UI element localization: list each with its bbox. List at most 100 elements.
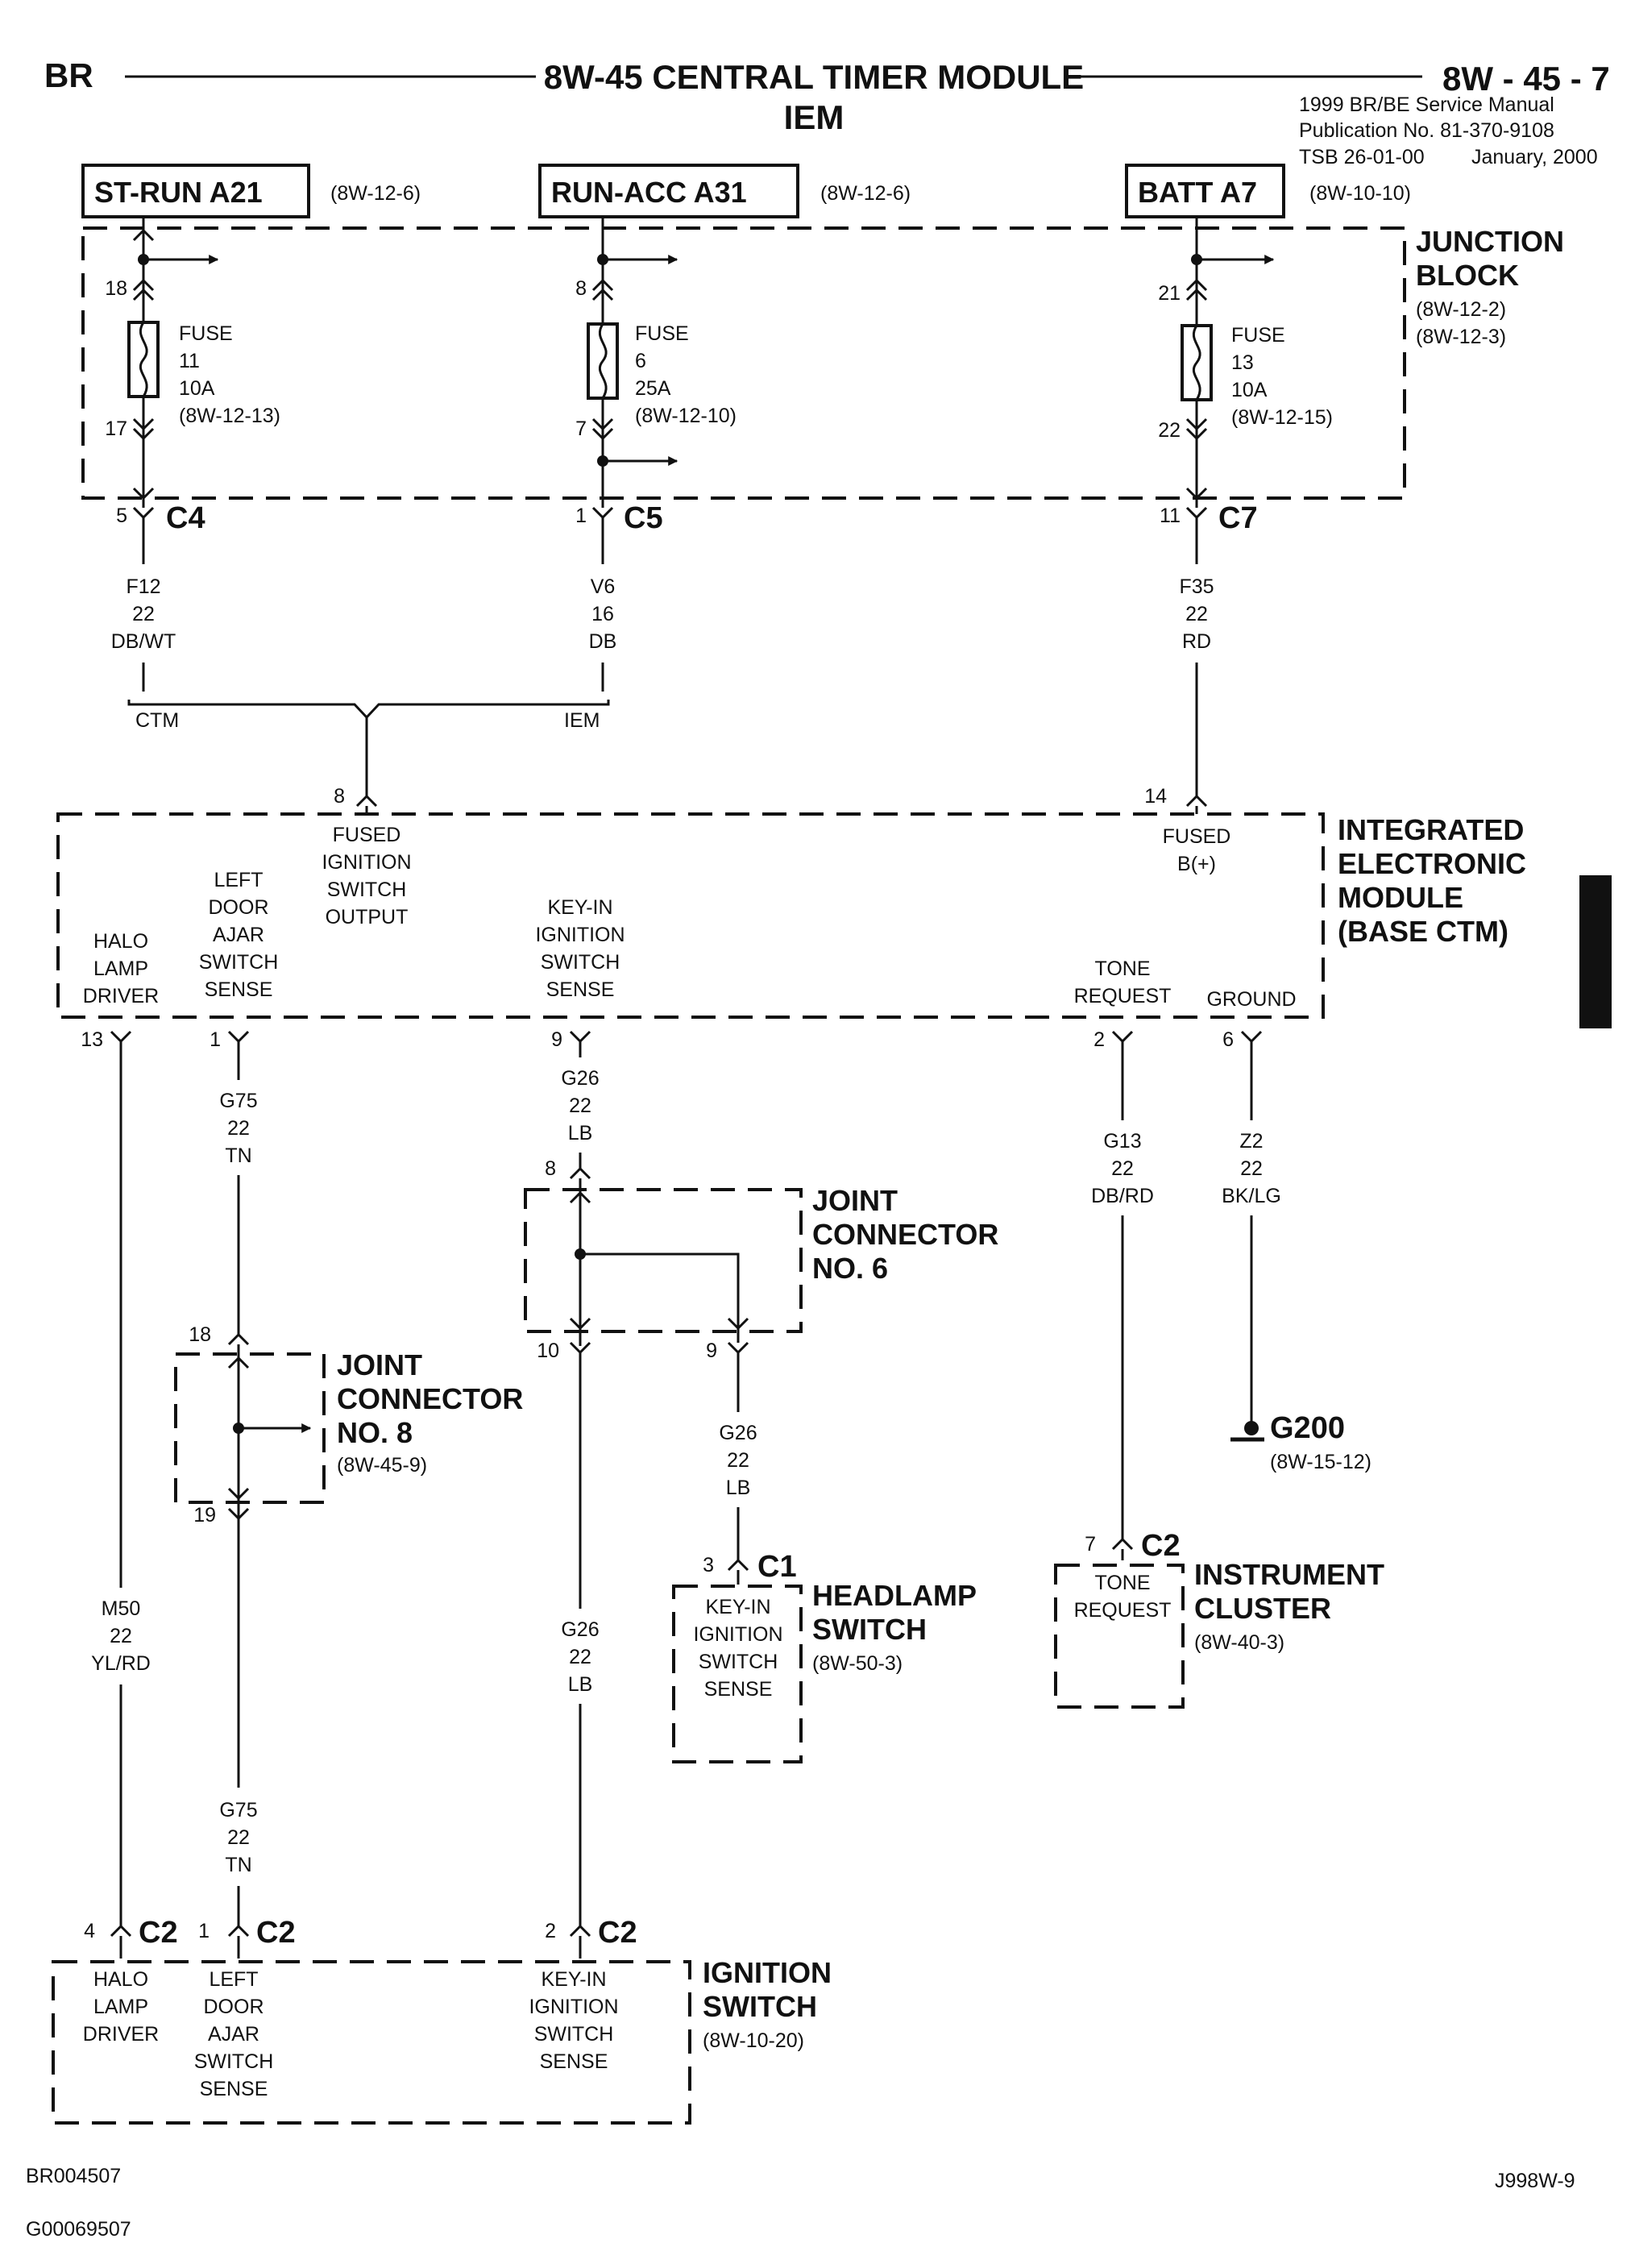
wire-label-g26-upper: G26 22 LB — [561, 1067, 599, 1144]
wire-label-f12: F12 22 DB/WT — [111, 575, 176, 653]
svg-text:22: 22 — [227, 1826, 250, 1849]
wire-label-g75-lower: G75 22 TN — [219, 1799, 257, 1876]
svg-text:25A: 25A — [635, 377, 671, 400]
svg-text:1: 1 — [575, 505, 587, 527]
svg-text:C1: C1 — [757, 1550, 797, 1584]
svg-text:RUN-ACC A31: RUN-ACC A31 — [551, 176, 747, 209]
svg-text:7: 7 — [1085, 1533, 1096, 1556]
svg-text:RD: RD — [1182, 630, 1211, 653]
svg-text:C4: C4 — [166, 501, 205, 535]
svg-text:CTM: CTM — [135, 709, 179, 732]
iem-halo-label: HALO LAMP DRIVER — [83, 930, 159, 1007]
svg-text:10: 10 — [537, 1340, 559, 1362]
svg-text:CONNECTOR: CONNECTOR — [337, 1382, 523, 1415]
svg-text:YL/RD: YL/RD — [91, 1652, 151, 1675]
svg-text:IGNITION: IGNITION — [535, 924, 625, 946]
svg-text:G26: G26 — [561, 1618, 599, 1641]
svg-text:(8W-50-3): (8W-50-3) — [812, 1652, 903, 1675]
svg-text:11: 11 — [1160, 505, 1181, 527]
svg-text:ST-RUN A21: ST-RUN A21 — [94, 176, 263, 209]
svg-text:22: 22 — [1240, 1157, 1263, 1180]
svg-text:IGNITION: IGNITION — [322, 851, 411, 874]
svg-text:JOINT: JOINT — [812, 1184, 898, 1217]
junction-block: JUNCTION BLOCK (8W-12-2) (8W-12-3) — [81, 225, 1564, 500]
power-source-st-run: ST-RUN A21 (8W-12-6) — [81, 164, 421, 218]
svg-text:SENSE: SENSE — [704, 1678, 773, 1701]
section-tab-marker — [1579, 875, 1612, 1028]
svg-text:TN: TN — [225, 1854, 251, 1876]
svg-text:OUTPUT: OUTPUT — [326, 906, 409, 928]
svg-text:C2: C2 — [256, 1916, 296, 1950]
svg-text:22: 22 — [1111, 1157, 1134, 1180]
svg-text:G75: G75 — [219, 1090, 257, 1112]
svg-text:2: 2 — [545, 1920, 556, 1942]
manual-name: 1999 BR/BE Service Manual — [1299, 93, 1554, 116]
wire-label-g26-lower: G26 22 LB — [561, 1618, 599, 1696]
svg-text:FUSE: FUSE — [635, 322, 689, 345]
footer-code-right: J998W-9 — [1495, 2170, 1575, 2192]
svg-text:LB: LB — [568, 1122, 593, 1144]
svg-text:22: 22 — [727, 1449, 749, 1472]
wire-label-g13: G13 22 DB/RD — [1091, 1130, 1154, 1207]
svg-text:(8W-12-6): (8W-12-6) — [820, 182, 911, 205]
svg-text:13: 13 — [81, 1028, 103, 1051]
svg-text:LB: LB — [568, 1673, 593, 1696]
svg-text:9: 9 — [706, 1340, 717, 1362]
footer-code-2: G00069507 — [26, 2218, 131, 2241]
svg-text:SWITCH: SWITCH — [327, 879, 407, 901]
svg-text:SWITCH: SWITCH — [541, 951, 620, 974]
svg-text:17: 17 — [105, 417, 127, 440]
power-source-batt: BATT A7 (8W-10-10) — [1125, 164, 1411, 218]
page-subtitle: IEM — [784, 98, 844, 136]
svg-text:(8W-10-10): (8W-10-10) — [1309, 182, 1411, 205]
fuse-13: 21 22 FUSE 13 10A (8W-12-15) — [1158, 217, 1333, 508]
svg-text:M50: M50 — [102, 1597, 141, 1620]
power-source-run-acc: RUN-ACC A31 (8W-12-6) — [538, 164, 911, 218]
svg-text:8: 8 — [545, 1157, 556, 1180]
svg-text:IGNITION: IGNITION — [693, 1623, 782, 1646]
svg-text:C2: C2 — [139, 1916, 178, 1950]
svg-text:KEY-IN: KEY-IN — [705, 1596, 770, 1618]
svg-text:22: 22 — [569, 1095, 591, 1117]
page-header: BR 8W-45 CENTRAL TIMER MODULE 8W - 45 - … — [44, 56, 1610, 168]
svg-text:NO. 6: NO. 6 — [812, 1252, 888, 1285]
svg-text:F12: F12 — [126, 575, 160, 598]
svg-text:REQUEST: REQUEST — [1074, 985, 1172, 1007]
svg-text:2: 2 — [1093, 1028, 1105, 1051]
page-number: 8W - 45 - 7 — [1442, 60, 1610, 98]
joint-connector-6: 8 10 9 JOINT CONNECTOR NO. 6 — [524, 1157, 998, 1362]
svg-text:DB/WT: DB/WT — [111, 630, 176, 653]
svg-text:DB: DB — [589, 630, 617, 653]
svg-text:22: 22 — [1158, 419, 1181, 442]
wire-label-g75-upper: G75 22 TN — [219, 1090, 257, 1167]
svg-text:22: 22 — [569, 1646, 591, 1668]
instrument-cluster: 7 C2 TONE REQUEST INSTRUMENT CLUSTER (8W… — [1054, 1529, 1384, 1709]
svg-text:DRIVER: DRIVER — [83, 2023, 159, 2046]
svg-text:SWITCH: SWITCH — [199, 951, 279, 974]
header-left: BR — [44, 56, 93, 94]
svg-text:1: 1 — [198, 1920, 210, 1942]
svg-text:13: 13 — [1231, 351, 1254, 374]
tsb-number: TSB 26-01-00 — [1299, 146, 1425, 168]
svg-text:JUNCTION: JUNCTION — [1416, 225, 1564, 258]
svg-text:KEY-IN: KEY-IN — [547, 896, 612, 919]
svg-text:(8W-12-15): (8W-12-15) — [1231, 406, 1333, 429]
iem-fused-batt-input: 14 FUSED B(+) — [1144, 785, 1230, 875]
wire-label-z2: Z2 22 BK/LG — [1222, 1130, 1281, 1207]
svg-text:6: 6 — [1222, 1028, 1234, 1051]
svg-text:TN: TN — [225, 1144, 251, 1167]
svg-text:(8W-40-3): (8W-40-3) — [1194, 1631, 1284, 1654]
svg-text:DRIVER: DRIVER — [83, 985, 159, 1007]
iem-left-door-label: LEFT DOOR AJAR SWITCH SENSE — [199, 869, 279, 1001]
headlamp-switch: 3 C1 KEY-IN IGNITION SWITCH SENSE HEADLA… — [672, 1550, 977, 1763]
svg-text:LEFT: LEFT — [209, 1968, 258, 1991]
wire-label-m50: M50 22 YL/RD — [91, 1597, 151, 1675]
wire-label-v6: V6 16 DB — [589, 575, 617, 653]
svg-text:11: 11 — [179, 350, 200, 372]
iem-key-in-label: KEY-IN IGNITION SWITCH SENSE — [535, 896, 625, 1001]
iem-ground-label: GROUND — [1206, 988, 1296, 1011]
footer-code-1: BR004507 — [26, 2165, 121, 2187]
svg-text:TONE: TONE — [1095, 1572, 1151, 1594]
svg-text:SWITCH: SWITCH — [194, 2050, 274, 2073]
svg-text:6: 6 — [635, 350, 646, 372]
